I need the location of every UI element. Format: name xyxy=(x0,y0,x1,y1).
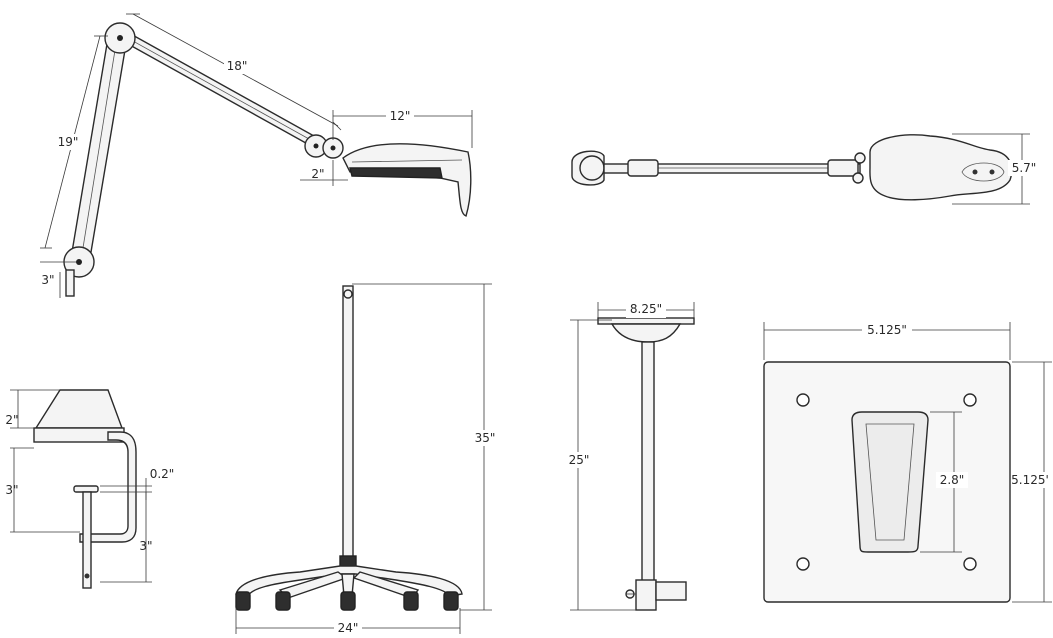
floor-stand-view: 35" 24" xyxy=(235,283,500,636)
dim-arm-lower: 19" xyxy=(58,135,79,149)
dim-head-height: 2" xyxy=(311,167,324,181)
dim-head-length: 12" xyxy=(390,109,411,123)
dim-clamp-jaw: 3" xyxy=(139,539,152,553)
pole-mount-view: 8.25" 25" xyxy=(564,302,695,611)
dim-wall-slot: 2.8" xyxy=(940,473,965,487)
dim-wall-plate-height: 5.125' xyxy=(1011,473,1049,487)
lamp-arm-side-view: 18" 19" 12" 2" 3" xyxy=(40,13,473,298)
dim-clamp-body: 3" xyxy=(5,483,18,497)
lamp-top-view: 5.7" xyxy=(571,133,1040,205)
dim-base-offset: 3" xyxy=(41,273,54,287)
dim-wall-plate-width: 5.125" xyxy=(867,323,907,337)
dim-stand-base: 24" xyxy=(338,621,359,635)
dim-head-width: 5.7" xyxy=(1012,161,1037,175)
dim-mount-height: 25" xyxy=(569,453,590,467)
wall-plate-view: 5.125" 5.125' 2.8" xyxy=(763,322,1053,603)
dim-clamp-plate: 0.2" xyxy=(150,467,175,481)
dim-clamp-top: 2" xyxy=(5,413,18,427)
desk-clamp-view: 2" 3" 0.2" 3" xyxy=(5,389,175,589)
dim-stand-height: 35" xyxy=(475,431,496,445)
dim-mount-plate: 8.25" xyxy=(630,302,662,316)
dim-arm-upper: 18" xyxy=(227,59,248,73)
